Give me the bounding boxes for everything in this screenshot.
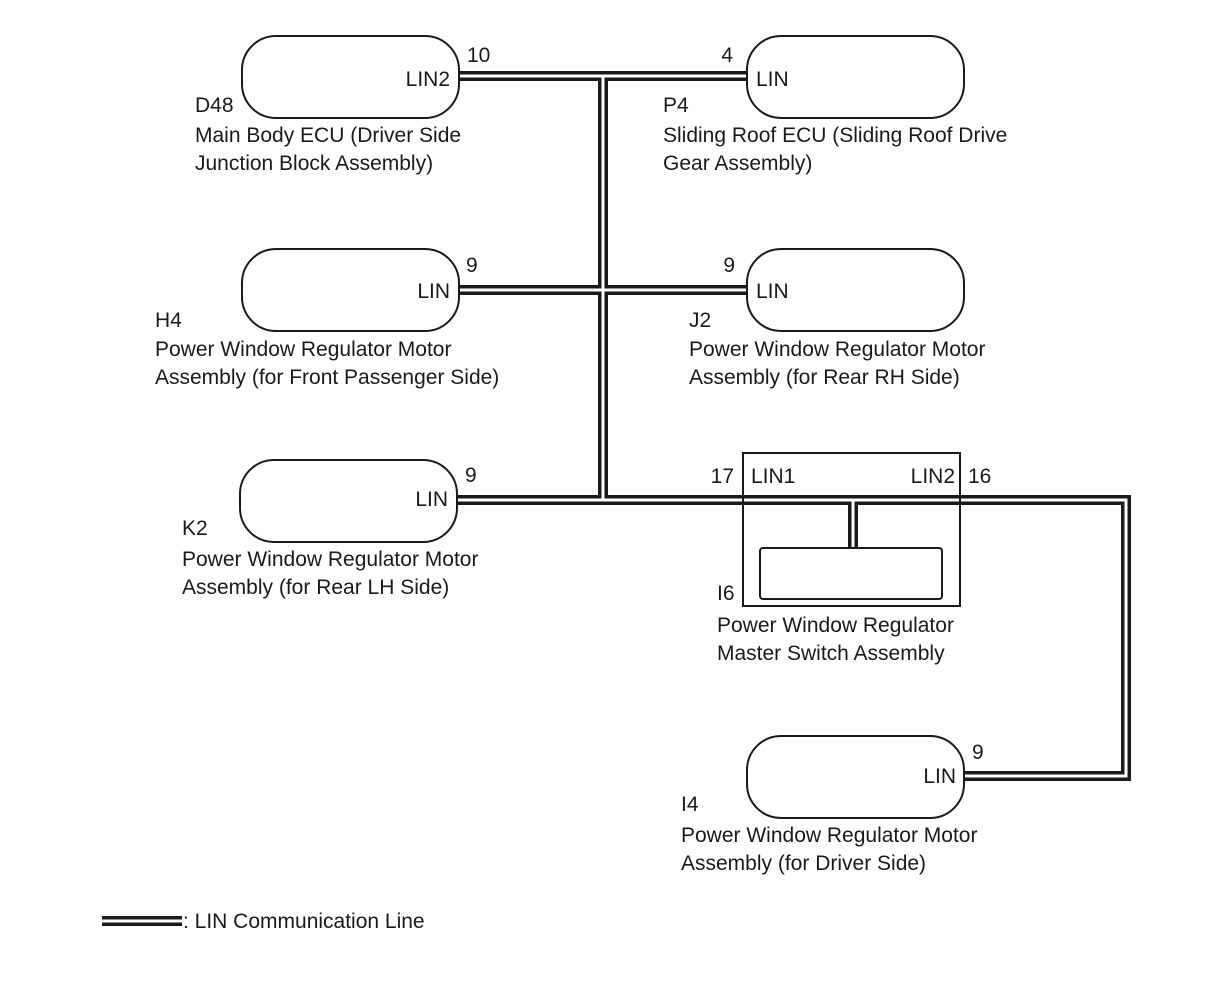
j2-terminal: LIN — [756, 280, 789, 303]
k2-name-line1: Power Window Regulator Motor — [182, 548, 478, 571]
i4-box — [746, 735, 965, 819]
legend: : LIN Communication Line — [102, 910, 425, 933]
d48-name-line2: Junction Block Assembly) — [195, 152, 433, 175]
component-p4: LIN 4 P4 Sliding Roof ECU (Sliding Roof … — [663, 35, 1007, 175]
i6-code: I6 — [717, 582, 735, 605]
p4-name-line1: Sliding Roof ECU (Sliding Roof Drive — [663, 124, 1007, 147]
component-i6: LIN1 LIN2 17 16 I6 Power Window Regulato… — [711, 452, 991, 665]
i6-pin-lin1: 17 — [711, 465, 734, 488]
p4-code: P4 — [663, 94, 689, 117]
d48-code: D48 — [195, 94, 234, 117]
i6-terminal-lin1: LIN1 — [751, 465, 795, 488]
i6-frame — [742, 452, 961, 607]
k2-box — [239, 459, 458, 543]
d48-box — [241, 35, 460, 119]
lin-wire-outer — [452, 71, 1131, 781]
d48-pin: 10 — [467, 44, 490, 67]
j2-box — [746, 248, 965, 332]
component-k2: LIN 9 K2 Power Window Regulator Motor As… — [182, 459, 478, 599]
h4-name-line2: Assembly (for Front Passenger Side) — [155, 366, 499, 389]
h4-box — [241, 248, 460, 332]
p4-pin: 4 — [721, 44, 733, 67]
j2-name-line1: Power Window Regulator Motor — [689, 338, 985, 361]
k2-code: K2 — [182, 517, 208, 540]
lin-wire-inner — [455, 74, 1128, 778]
k2-pin: 9 — [465, 464, 477, 487]
i4-pin: 9 — [972, 741, 984, 764]
j2-name-line2: Assembly (for Rear RH Side) — [689, 366, 960, 389]
d48-name-line1: Main Body ECU (Driver Side — [195, 124, 461, 147]
legend-label: : LIN Communication Line — [183, 910, 425, 933]
j2-code: J2 — [689, 309, 711, 332]
h4-code: H4 — [155, 309, 182, 332]
k2-name-line2: Assembly (for Rear LH Side) — [182, 576, 449, 599]
h4-pin: 9 — [466, 254, 478, 277]
h4-name-line1: Power Window Regulator Motor — [155, 338, 451, 361]
i6-terminal-lin2: LIN2 — [911, 465, 955, 488]
d48-terminal: LIN2 — [406, 68, 450, 91]
i4-terminal: LIN — [923, 765, 956, 788]
i4-name-line1: Power Window Regulator Motor — [681, 824, 977, 847]
i6-pin-lin2: 16 — [968, 465, 991, 488]
i6-inner-box — [759, 547, 943, 600]
i4-name-line2: Assembly (for Driver Side) — [681, 852, 926, 875]
i6-name-line2: Master Switch Assembly — [717, 642, 945, 665]
p4-terminal: LIN — [756, 68, 789, 91]
i4-code: I4 — [681, 793, 699, 816]
p4-name-line2: Gear Assembly) — [663, 152, 812, 175]
h4-terminal: LIN — [417, 280, 450, 303]
k2-terminal: LIN — [415, 488, 448, 511]
component-j2: LIN 9 J2 Power Window Regulator Motor As… — [689, 248, 985, 389]
component-d48: LIN2 10 D48 Main Body ECU (Driver Side J… — [195, 35, 490, 175]
component-i4: LIN 9 I4 Power Window Regulator Motor As… — [681, 735, 984, 875]
j2-pin: 9 — [723, 254, 735, 277]
component-h4: LIN 9 H4 Power Window Regulator Motor As… — [155, 248, 499, 389]
p4-box — [746, 35, 965, 119]
i6-name-line1: Power Window Regulator — [717, 614, 954, 637]
